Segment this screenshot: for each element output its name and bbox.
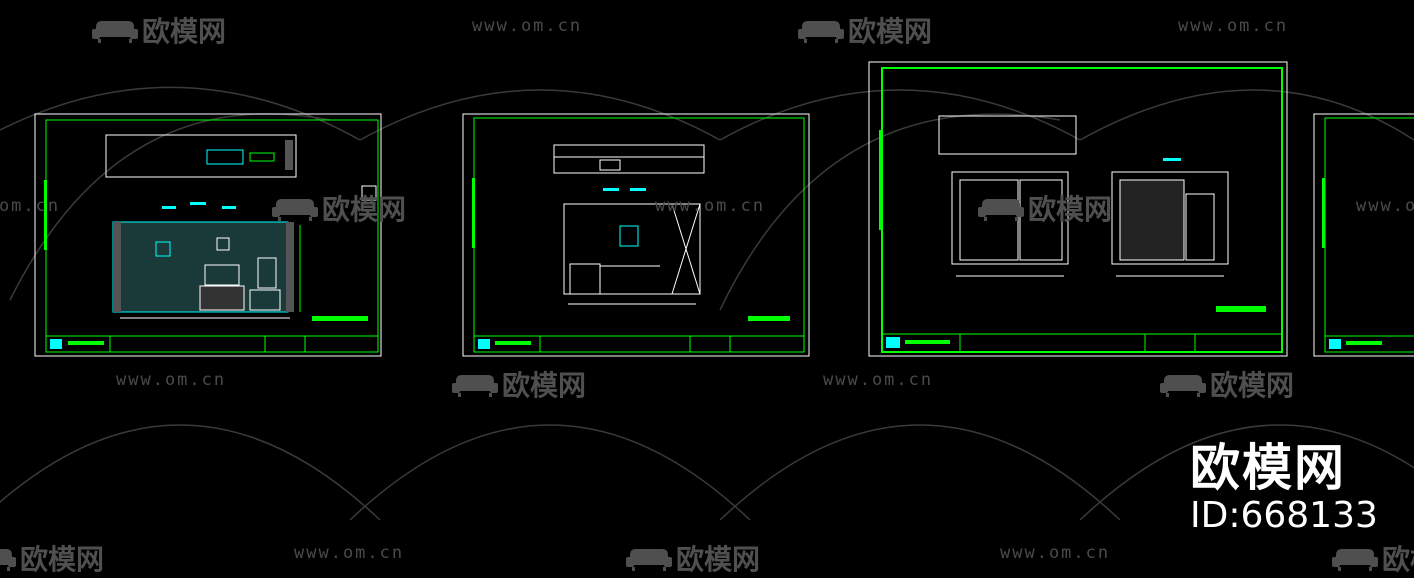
cad-sheet-1[interactable] bbox=[34, 113, 382, 357]
watermark-logo: 欧模网 bbox=[1332, 538, 1414, 578]
model-id: ID:668133 bbox=[1190, 495, 1378, 536]
brand-name: 欧模网 bbox=[1190, 439, 1346, 497]
sofa-icon bbox=[626, 549, 672, 571]
watermark-logo: 欧模网 bbox=[978, 188, 1112, 228]
watermark-logo: 欧模网 bbox=[452, 364, 586, 404]
watermark-logo: 欧模网 bbox=[92, 10, 226, 50]
watermark-logo-text: 欧模网 bbox=[676, 543, 761, 576]
watermark-logo-text: 欧模网 bbox=[848, 15, 933, 48]
watermark-url: www.om.cn bbox=[294, 543, 405, 563]
cad-sheet-2[interactable] bbox=[462, 113, 810, 357]
watermark-logo: 欧模网 bbox=[0, 538, 104, 578]
watermark-logo-text: 欧模网 bbox=[1210, 369, 1295, 402]
sofa-icon bbox=[798, 21, 844, 43]
sofa-icon bbox=[978, 199, 1024, 221]
sofa-icon bbox=[92, 21, 138, 43]
watermark-logo: 欧模网 bbox=[798, 10, 932, 50]
watermark-logo-text: 欧模网 bbox=[322, 193, 407, 226]
watermark-logo-text: 欧模网 bbox=[502, 369, 587, 402]
sofa-icon bbox=[272, 199, 318, 221]
sofa-icon bbox=[1160, 375, 1206, 397]
watermark-logo-text: 欧模网 bbox=[142, 15, 227, 48]
watermark-logo-text: 欧模网 bbox=[20, 543, 105, 576]
watermark-url: www.om.cn bbox=[0, 196, 61, 216]
sofa-icon bbox=[1332, 549, 1378, 571]
watermark-url: www.om.cn bbox=[655, 196, 766, 216]
watermark-logo: 欧模网 bbox=[1160, 364, 1294, 404]
watermark-logo-text: 欧模网 bbox=[1382, 543, 1414, 576]
brand-block: 欧模网 ID:668133 bbox=[1190, 440, 1378, 536]
cad-sheet-3[interactable] bbox=[868, 61, 1288, 357]
sofa-icon bbox=[452, 375, 498, 397]
watermark-logo-text: 欧模网 bbox=[1028, 193, 1113, 226]
watermark-logo: 欧模网 bbox=[272, 188, 406, 228]
watermark-url: www.om.cn bbox=[472, 16, 583, 36]
sofa-icon bbox=[0, 549, 16, 571]
watermark-url: www.om.cn bbox=[116, 370, 227, 390]
watermark-url: www.om.cn bbox=[1178, 16, 1289, 36]
cad-sheet-4[interactable] bbox=[1313, 113, 1414, 357]
watermark-url: www.om.cn bbox=[823, 370, 934, 390]
watermark-url: www.om.cn bbox=[1000, 543, 1111, 563]
watermark-url: www.om.cn bbox=[1356, 196, 1414, 216]
watermark-logo: 欧模网 bbox=[626, 538, 760, 578]
